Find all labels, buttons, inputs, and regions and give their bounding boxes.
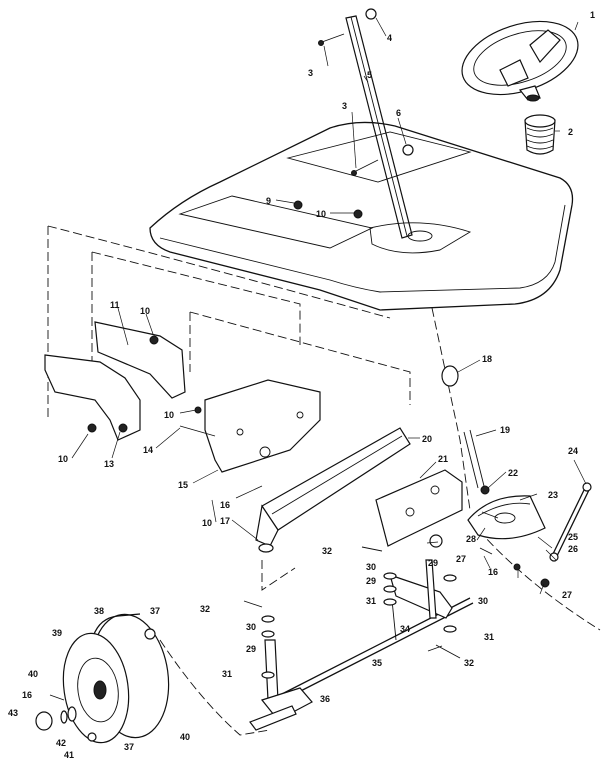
callout-10: 10 — [202, 518, 212, 528]
callout-23: 23 — [548, 490, 558, 500]
callout-27: 27 — [562, 590, 572, 600]
callout-5: 5 — [367, 70, 372, 80]
callout-9: 9 — [266, 196, 271, 206]
callout-10: 10 — [316, 209, 326, 219]
hood-body — [149, 121, 574, 311]
callout-40: 40 — [180, 732, 190, 742]
callout-29: 29 — [366, 576, 376, 586]
callout-29: 29 — [246, 644, 256, 654]
left-frame-bracket — [44, 321, 186, 441]
callout-16: 16 — [22, 690, 32, 700]
callout-17: 17 — [220, 516, 230, 526]
callout-3: 3 — [342, 101, 347, 111]
callout-36: 36 — [320, 694, 330, 704]
callout-43: 43 — [8, 708, 18, 718]
callout-32: 32 — [322, 546, 332, 556]
callout-10: 10 — [58, 454, 68, 464]
callout-6: 6 — [396, 108, 401, 118]
callout-14: 14 — [143, 445, 153, 455]
callout-22: 22 — [508, 468, 518, 478]
callout-30: 30 — [478, 596, 488, 606]
callout-16: 16 — [488, 567, 498, 577]
callout-37: 37 — [124, 742, 134, 752]
callout-35: 35 — [372, 658, 382, 668]
front-axle — [255, 427, 411, 553]
callout-16: 16 — [220, 500, 230, 510]
callout-3: 3 — [308, 68, 313, 78]
callout-40: 40 — [28, 669, 38, 679]
steering-wheel — [461, 20, 579, 102]
steering-shaft — [318, 8, 414, 239]
tie-rod-assembly — [249, 559, 474, 731]
callout-26: 26 — [568, 544, 578, 554]
callout-10: 10 — [164, 410, 174, 420]
callout-27: 27 — [456, 554, 466, 564]
callout-38: 38 — [94, 606, 104, 616]
callout-4: 4 — [387, 33, 392, 43]
callout-32: 32 — [200, 604, 210, 614]
callout-41: 41 — [64, 750, 74, 760]
callout-37: 37 — [150, 606, 160, 616]
callout-11: 11 — [110, 300, 120, 310]
callout-19: 19 — [500, 425, 510, 435]
steering-boot — [524, 114, 556, 155]
callout-1: 1 — [590, 10, 595, 20]
callout-31: 31 — [222, 669, 232, 679]
callout-34: 34 — [400, 624, 410, 634]
callout-30: 30 — [246, 622, 256, 632]
front-wheel — [35, 613, 170, 744]
callout-32: 32 — [464, 658, 474, 668]
axle-support-bracket — [179, 379, 321, 473]
callout-29: 29 — [428, 558, 438, 568]
callout-leaders — [71, 17, 587, 595]
callout-30: 30 — [366, 562, 376, 572]
callout-labels: 1 2 3 3 4 5 6 9 10 10 10 10 10 11 13 14 … — [8, 10, 595, 760]
callout-2: 2 — [568, 127, 573, 137]
callout-24: 24 — [568, 446, 578, 456]
callout-10: 10 — [140, 306, 150, 316]
callout-28: 28 — [466, 534, 476, 544]
frame-outline-dashed — [47, 225, 601, 736]
drag-link — [540, 482, 592, 588]
callout-25: 25 — [568, 532, 578, 542]
callout-18: 18 — [482, 354, 492, 364]
callout-21: 21 — [438, 454, 448, 464]
callout-31: 31 — [484, 632, 494, 642]
callout-15: 15 — [178, 480, 188, 490]
sector-gear — [441, 365, 546, 540]
callout-20: 20 — [422, 434, 432, 444]
callout-13: 13 — [104, 459, 114, 469]
hardware-washers — [243, 534, 521, 679]
axle-bracket — [375, 469, 463, 547]
callout-31: 31 — [366, 596, 376, 606]
callout-42: 42 — [56, 738, 66, 748]
callout-39: 39 — [52, 628, 62, 638]
